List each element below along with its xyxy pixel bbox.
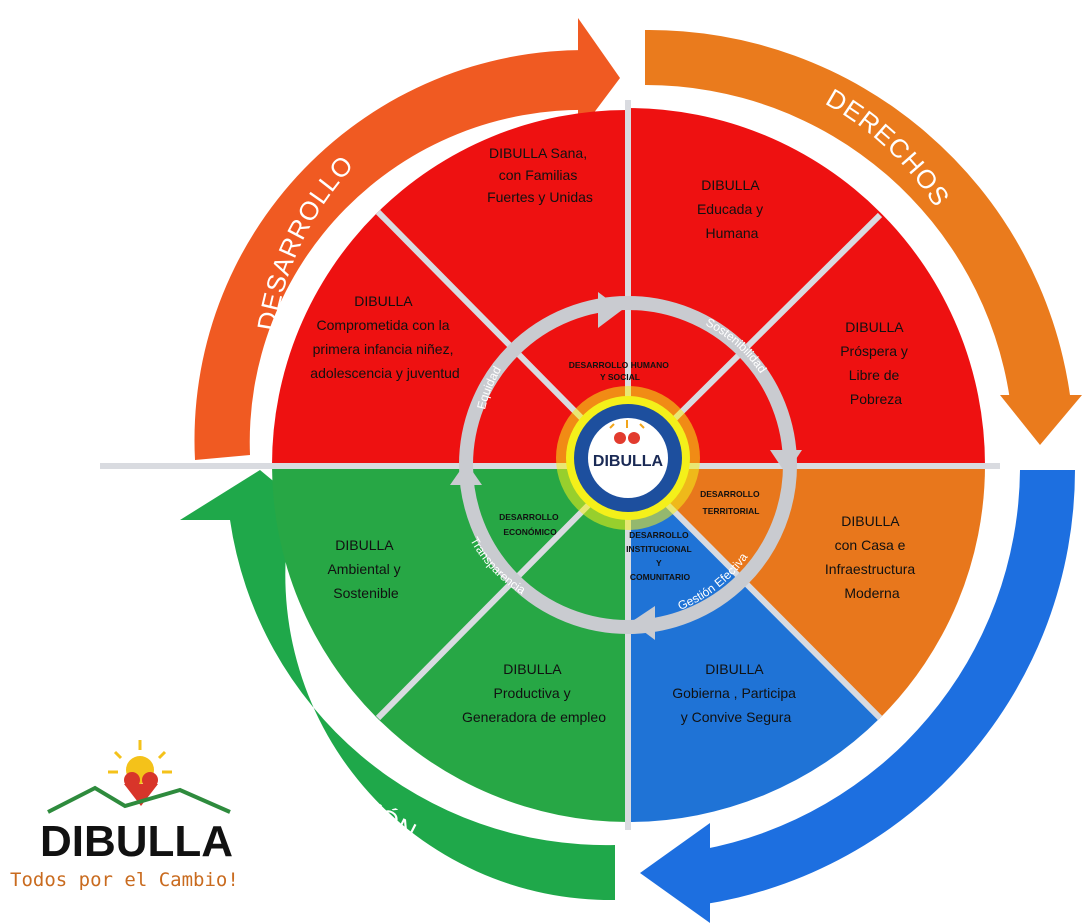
sun-icon	[108, 740, 172, 784]
core-labels: DESARROLLO HUMANO Y SOCIAL DESARROLLO TE…	[499, 360, 762, 582]
desarrollo-arrow-head	[578, 18, 620, 134]
institucional-line-2: INSTITUCIONAL	[626, 544, 691, 554]
core-label-economico: DESARROLLO ECONÓMICO	[499, 512, 561, 537]
comprometida-line-1: DIBULLA	[354, 293, 413, 309]
comprometida-line-3: primera infancia niñez,	[313, 341, 454, 357]
educada-line-1: DIBULLA	[701, 177, 760, 193]
segment-label-prospera: DIBULLA Próspera y Libre de Pobreza	[840, 319, 912, 407]
core-label-humano: DESARROLLO HUMANO Y SOCIAL	[569, 360, 671, 382]
family-icon	[124, 772, 158, 806]
ring-arrow-right	[770, 450, 802, 474]
comprometida-line-2: Comprometida con la	[317, 317, 450, 333]
segment-label-educada: DIBULLA Educada y Humana	[697, 177, 767, 241]
productiva-line-2: Productiva y	[494, 685, 571, 701]
educada-line-2: Educada y	[697, 201, 763, 217]
educada-line-3: Humana	[706, 225, 759, 241]
badge-emblem-icon	[609, 420, 645, 444]
wheel: Equidad Sostenibilidad Transparencia Ges…	[100, 100, 1000, 830]
gobierna-line-2: Gobierna , Participa	[672, 685, 796, 701]
territorial-line-2: TERRITORIAL	[703, 506, 760, 516]
democracia-arrow	[640, 470, 1075, 923]
segment-label-comprometida: DIBULLA Comprometida con la primera infa…	[310, 293, 459, 381]
prospera-line-4: Pobreza	[850, 391, 902, 407]
derechos-arrow-body	[645, 29, 1070, 401]
segment-label-productiva: DIBULLA Productiva y Generadora de emple…	[462, 661, 606, 725]
ring-arrow-top	[598, 292, 622, 328]
participacion-arrow-body	[230, 520, 615, 901]
derechos-arrow-head	[1000, 395, 1082, 445]
desarrollo-arrow	[194, 18, 620, 461]
casa-line-1: DIBULLA	[841, 513, 900, 529]
territorial-line-1: DESARROLLO	[700, 489, 760, 499]
institucional-line-4: COMUNITARIO	[630, 572, 691, 582]
economico-line-1: DESARROLLO	[499, 512, 559, 522]
logo-tagline: Todos por el Cambio!	[10, 869, 239, 891]
casa-line-2: con Casa e	[835, 537, 906, 553]
logo-title: DIBULLA	[40, 817, 233, 866]
segment-label-gobierna: DIBULLA Gobierna , Participa y Convive S…	[672, 661, 800, 725]
democracia-arrow-head	[640, 823, 710, 923]
casa-line-3: Infraestructura	[825, 561, 915, 577]
sana-line-1: DIBULLA Sana,	[489, 145, 587, 161]
core-label-institucional: DESARROLLO INSTITUCIONAL Y COMUNITARIO	[626, 530, 694, 582]
sana-line-2: con Familias	[499, 167, 578, 183]
badge-center	[588, 418, 668, 498]
segment-label-casa: DIBULLA con Casa e Infraestructura Moder…	[825, 513, 919, 601]
sana-line-3: Fuertes y Unidas	[487, 189, 593, 205]
ring-arrow-bottom	[631, 606, 655, 640]
democracia-arrow-body	[700, 470, 1075, 905]
ambiental-line-3: Sostenible	[333, 585, 399, 601]
institucional-line-1: DESARROLLO	[629, 530, 689, 540]
productiva-line-3: Generadora de empleo	[462, 709, 606, 725]
prospera-line-3: Libre de	[849, 367, 900, 383]
prospera-line-1: DIBULLA	[845, 319, 904, 335]
core-label-territorial: DESARROLLO TERRITORIAL	[700, 489, 762, 516]
segment-labels: DIBULLA Sana, con Familias Fuertes y Uni…	[310, 145, 919, 725]
comprometida-line-4: adolescencia y juventud	[310, 365, 459, 381]
humano-line-2: Y SOCIAL	[600, 372, 640, 382]
economico-line-2: ECONÓMICO	[503, 526, 557, 537]
casa-line-4: Moderna	[844, 585, 899, 601]
ambiental-line-1: DIBULLA	[335, 537, 394, 553]
mountain-icon	[47, 785, 231, 814]
segment-orange	[628, 465, 985, 718]
gobierna-line-1: DIBULLA	[705, 661, 764, 677]
outer-arrows	[180, 18, 1082, 923]
segment-label-ambiental: DIBULLA Ambiental y Sostenible	[327, 537, 404, 601]
ring-arrow-left	[450, 462, 482, 485]
center-badge: DIBULLA	[556, 386, 700, 530]
derechos-arrow	[645, 29, 1082, 445]
municipal-logo: DIBULLA Todos por el Cambio!	[10, 740, 239, 891]
ambiental-line-2: Ambiental y	[327, 561, 400, 577]
prospera-line-2: Próspera y	[840, 343, 908, 359]
institucional-line-3: Y	[656, 558, 662, 568]
desarrollo-arrow-body	[194, 49, 590, 461]
badge-name: DIBULLA	[593, 453, 664, 470]
segment-label-sana: DIBULLA Sana, con Familias Fuertes y Uni…	[487, 145, 593, 205]
segment-blue	[628, 465, 880, 823]
gobierna-line-3: y Convive Segura	[681, 709, 792, 725]
productiva-line-1: DIBULLA	[503, 661, 562, 677]
humano-line-1: DESARROLLO HUMANO	[569, 360, 669, 370]
